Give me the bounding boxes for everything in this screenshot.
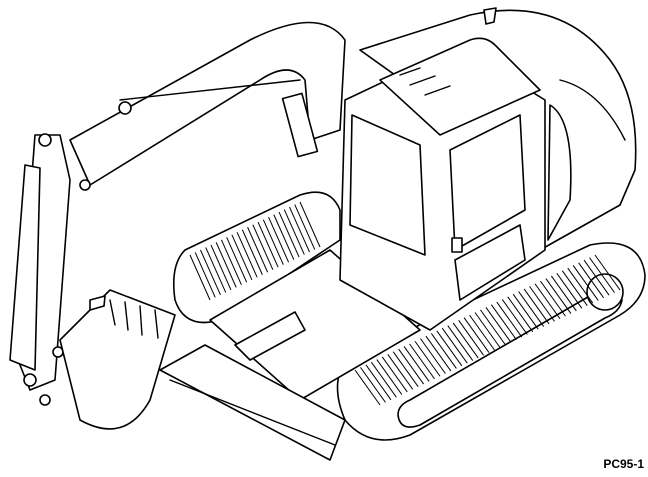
track-shoe	[490, 304, 517, 340]
track-shoe	[283, 209, 305, 255]
track-shoe	[545, 278, 572, 314]
track-shoe	[550, 275, 577, 312]
track-shoe	[370, 361, 397, 398]
track-shoe	[220, 239, 242, 286]
track-shoe	[561, 270, 588, 306]
track-shoe	[512, 293, 539, 330]
track-shoe	[189, 254, 211, 301]
track-shoe	[594, 254, 621, 291]
track-shoe	[529, 286, 555, 322]
track-shoe	[294, 204, 316, 250]
arm	[9, 133, 71, 406]
track-shoe	[231, 234, 253, 281]
track-shoe	[452, 322, 479, 359]
track-shoe	[226, 237, 248, 283]
track-shoe	[414, 340, 441, 377]
track-shoe	[485, 306, 512, 343]
cab-door-window	[449, 114, 526, 251]
track-shoe	[425, 335, 452, 372]
track-shoe	[398, 348, 425, 385]
track-shoe	[392, 351, 419, 387]
front-track	[336, 242, 646, 441]
track-shoe	[289, 206, 310, 253]
track-shoe	[236, 232, 258, 278]
cab-front-window	[349, 114, 426, 256]
rear-track	[172, 191, 341, 324]
track-shoe	[436, 330, 463, 367]
track-shoe	[540, 280, 566, 317]
track-shoe	[205, 247, 227, 293]
track-shoe	[458, 320, 485, 356]
track-shoe	[441, 327, 468, 364]
track-shoe	[447, 325, 474, 361]
track-shoe	[247, 227, 269, 273]
track-shoe	[567, 267, 594, 304]
track-shoe	[501, 299, 528, 335]
track-shoe	[480, 309, 506, 346]
track-shoe	[210, 244, 232, 291]
track-shoe	[403, 346, 430, 382]
swing-cylinder	[234, 311, 306, 361]
track-shoe	[200, 249, 221, 296]
track-shoe	[409, 343, 435, 380]
track-shoe	[589, 257, 615, 293]
track-shoe	[278, 211, 300, 258]
track-shoe	[241, 229, 263, 275]
boom	[69, 21, 346, 191]
track-shoe	[273, 214, 295, 260]
track-shoe	[387, 354, 414, 390]
track-shoe	[556, 273, 583, 309]
track-shoe	[474, 312, 501, 348]
track-shoe	[420, 338, 446, 374]
track-shoe	[463, 317, 490, 354]
figure-label: PC95-1	[603, 457, 644, 471]
track-shoe	[262, 219, 284, 265]
track-shoe	[518, 291, 545, 327]
track-shoe	[360, 367, 386, 403]
track-shoe	[523, 288, 550, 325]
track-shoe	[376, 359, 403, 395]
track-shoe	[496, 301, 523, 338]
cab	[339, 37, 572, 331]
track-shoe	[257, 221, 279, 268]
track-shoe	[354, 369, 381, 406]
track-shoe	[583, 259, 610, 296]
dozer-blade	[159, 344, 346, 461]
track-shoe	[578, 262, 605, 299]
track-shoe	[507, 296, 534, 333]
track-shoe	[469, 314, 495, 351]
track-shoe	[534, 283, 561, 320]
track-shoe	[215, 242, 237, 288]
bucket	[59, 289, 176, 430]
track-shoe	[268, 216, 290, 263]
track-shoe	[365, 364, 392, 401]
track-shoe	[252, 224, 274, 270]
track-shoe	[572, 265, 599, 301]
track-shoe	[299, 201, 321, 248]
track-shoe	[430, 333, 457, 369]
track-shoe	[194, 252, 216, 298]
track-shoe	[381, 356, 408, 393]
